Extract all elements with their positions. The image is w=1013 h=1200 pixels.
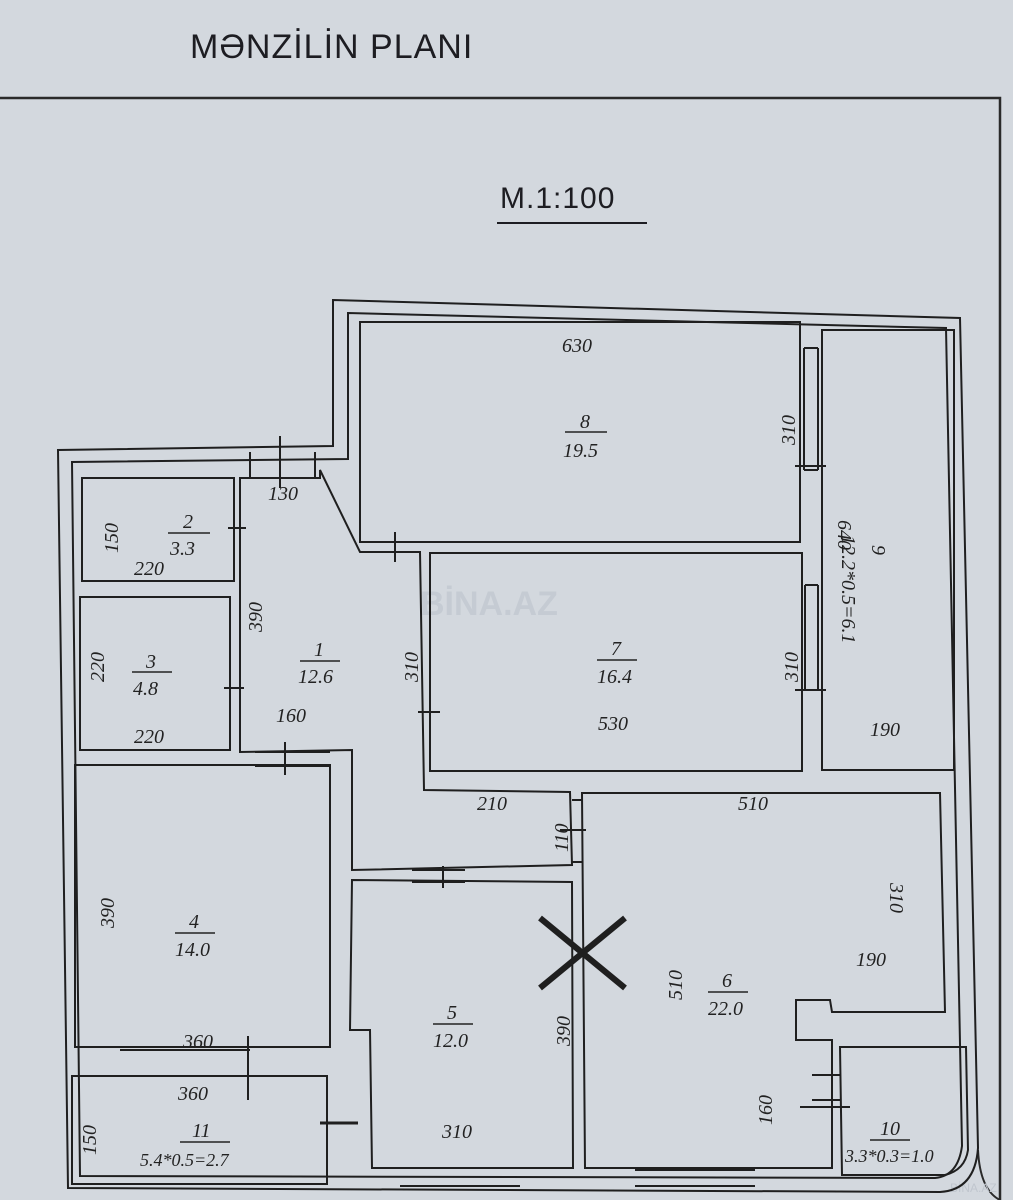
room-7-number: 7 — [611, 638, 622, 660]
dim-r2-width: 220 — [134, 558, 164, 580]
dim-hall-height: 110 — [551, 823, 573, 852]
door-hall-6 — [572, 799, 582, 863]
cross-mark-b — [538, 915, 627, 991]
room-2-wall — [81, 477, 235, 582]
dim-r5-height: 390 — [553, 1016, 575, 1047]
room-5-number: 5 — [447, 1002, 457, 1024]
room-11-area: 5.4*0.5=2.7 — [140, 1150, 230, 1170]
dim-r1-right: 310 — [401, 652, 423, 683]
room-9-number: 9 — [867, 545, 889, 555]
room-3-number: 3 — [145, 651, 156, 673]
room-7-area: 16.4 — [597, 666, 632, 688]
room-1-area: 12.6 — [298, 666, 333, 688]
room-2-area: 3.3 — [169, 538, 195, 560]
paper-corner-curve — [977, 1149, 1001, 1200]
room-8-number: 8 — [580, 411, 590, 433]
window-room-7 — [804, 584, 819, 691]
dim-r6-low: 160 — [755, 1095, 777, 1125]
dim-r11-width: 360 — [177, 1083, 208, 1105]
room-4-wall — [74, 764, 331, 1048]
room-8-wall — [359, 321, 801, 543]
room-3-wall — [79, 596, 231, 751]
door-room-10 — [812, 1074, 840, 1101]
dim-r4-width: 360 — [182, 1031, 213, 1053]
room-9-wall — [821, 329, 955, 771]
room-10-number: 10 — [880, 1118, 900, 1140]
dim-r6-width: 510 — [738, 793, 768, 815]
dim-r6-left-height: 510 — [665, 970, 687, 1000]
room-5-area: 12.0 — [433, 1030, 468, 1052]
room-6-wall — [580, 792, 947, 1169]
dim-r8-width: 630 — [562, 335, 592, 357]
dim-r9-length: 640 — [833, 520, 855, 550]
window-bottom-5 — [400, 1167, 520, 1187]
room-6-number: 6 — [722, 970, 732, 992]
plan-title: MƏNZİLİN PLANI — [190, 28, 474, 66]
room-2-number: 2 — [183, 511, 193, 533]
dim-r1-width: 160 — [276, 705, 306, 727]
door-room-11 — [120, 1049, 250, 1077]
door-corridor-top — [249, 452, 316, 478]
dim-r9-width: 190 — [870, 719, 900, 741]
dim-r6-right-height: 310 — [885, 882, 907, 913]
scale-underline — [497, 222, 647, 224]
dim-r11-height: 150 — [79, 1125, 101, 1155]
dim-r7-height: 310 — [781, 652, 803, 683]
dim-r5-width: 310 — [441, 1121, 472, 1143]
room-5-wall — [348, 878, 575, 1169]
room-1-wall — [239, 469, 574, 872]
dim-r8-height: 310 — [778, 415, 800, 446]
room-4-area: 14.0 — [175, 939, 210, 961]
dim-r7-width: 530 — [598, 713, 628, 735]
room-8-area: 19.5 — [563, 440, 598, 462]
window-bottom-6 — [635, 1169, 755, 1187]
room-10-area: 3.3*0.3=1.0 — [844, 1146, 934, 1166]
dim-r1-height: 390 — [245, 602, 267, 633]
dim-r6-inner: 190 — [856, 949, 886, 971]
dim-r3-height: 220 — [87, 652, 109, 682]
room-1-number: 1 — [314, 639, 324, 661]
dim-r2-height: 150 — [101, 523, 123, 553]
door-room-4 — [255, 751, 330, 767]
room-6-area: 22.0 — [708, 998, 743, 1020]
window-room-8 — [803, 347, 819, 471]
paper-border — [0, 96, 1002, 1200]
outer-wall-outer — [56, 298, 980, 1194]
dim-r4-height: 390 — [97, 898, 119, 929]
room-11-number: 11 — [192, 1120, 211, 1142]
room-7-wall — [429, 552, 803, 772]
dim-r3-width: 220 — [134, 726, 164, 748]
room-4-number: 4 — [189, 911, 199, 933]
dim-corridor-top: 130 — [268, 483, 298, 505]
dim-hall-width: 210 — [477, 793, 507, 815]
room-9-area: 12.2*0.5=6.1 — [837, 535, 859, 644]
door-room-5-top — [412, 869, 465, 883]
room-3-area: 4.8 — [133, 678, 158, 700]
scale-label: M.1:100 — [500, 182, 616, 215]
watermark: BİNA.AZ — [420, 585, 558, 623]
room-10-wall — [838, 1046, 970, 1176]
